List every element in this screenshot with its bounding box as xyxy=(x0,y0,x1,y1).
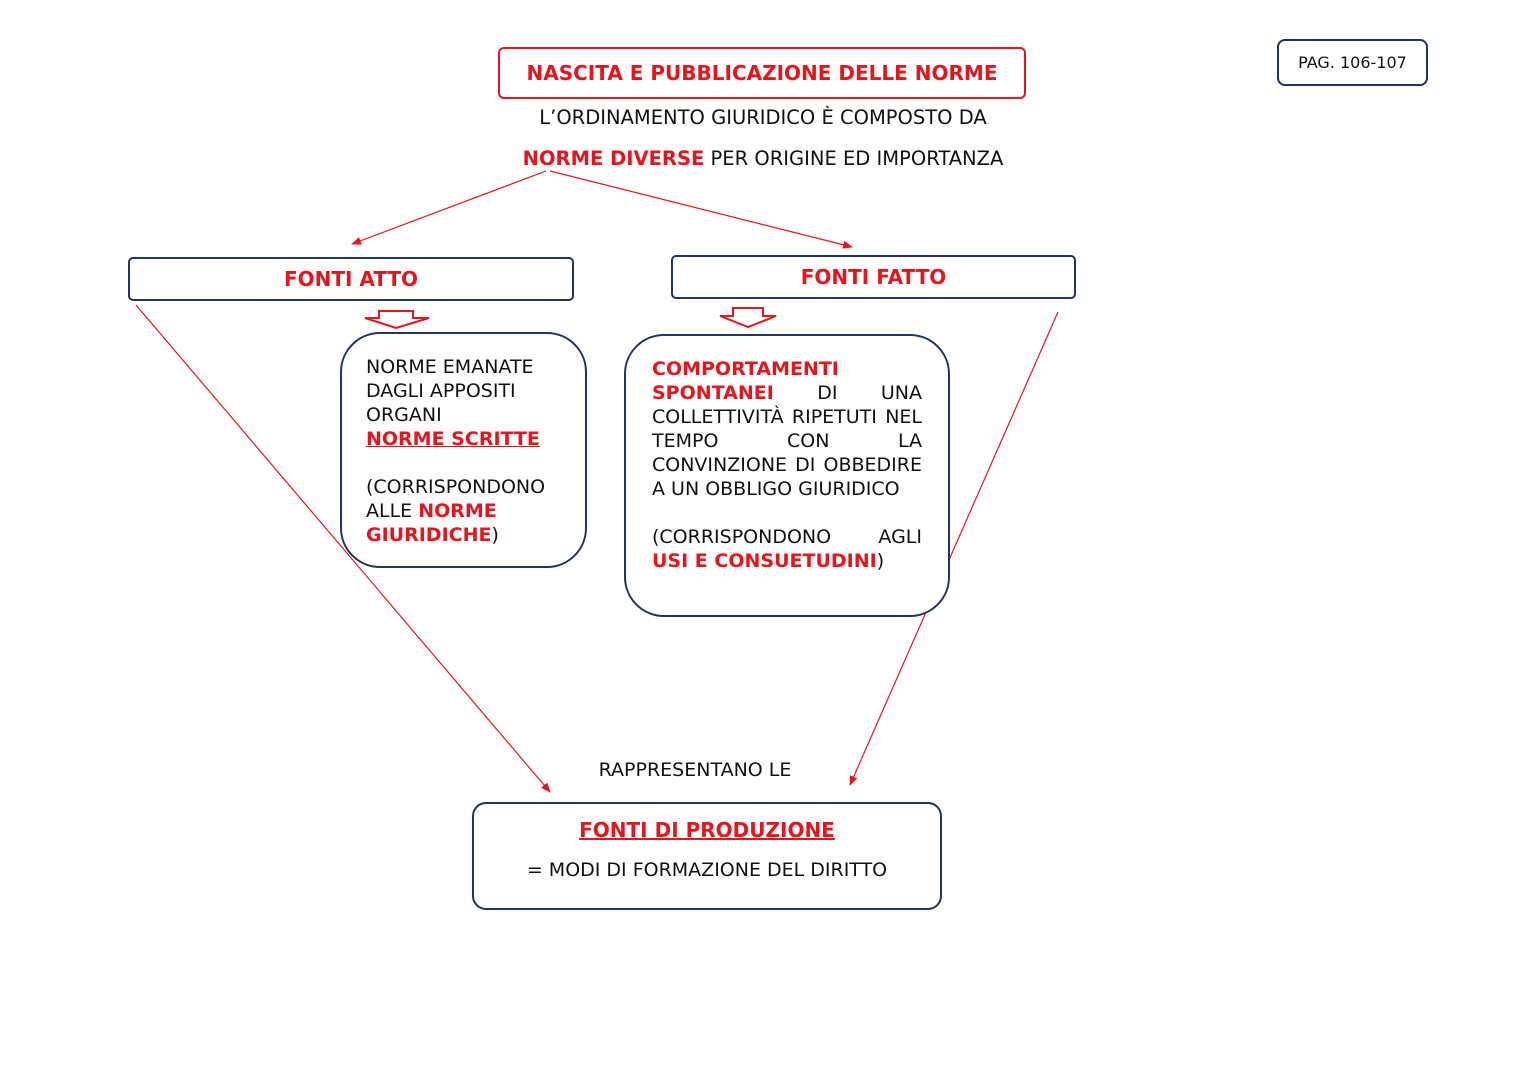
intro-line-1: L’ORDINAMENTO GIURIDICO È COMPOSTO DA xyxy=(539,106,987,129)
fonti-atto-desc: NORME EMANATE DAGLI APPOSITI ORGANI xyxy=(366,356,534,426)
connector-text: RAPPRESENTANO LE xyxy=(598,759,792,781)
fonti-fatto-desc: COMPORTAMENTI SPONTANEI DI UNA COLLETTIV… xyxy=(652,357,922,501)
arrow-to-fonti-atto xyxy=(351,170,547,245)
arrow-to-fonti-fatto xyxy=(549,170,853,249)
page-title: NASCITA E PUBBLICAZIONE DELLE NORME xyxy=(526,61,998,85)
page-ref: PAG. 106-107 xyxy=(1298,53,1407,72)
fonti-produzione-box: FONTI DI PRODUZIONE = MODI DI FORMAZIONE… xyxy=(472,802,942,910)
note-highlight: NORME GIURIDICHE xyxy=(366,500,497,546)
intro-rest: PER ORIGINE ED IMPORTANZA xyxy=(704,147,1004,170)
fonti-fatto-box: FONTI FATTO xyxy=(671,255,1076,299)
fonti-fatto-detail-box: COMPORTAMENTI SPONTANEI DI UNA COLLETTIV… xyxy=(624,334,950,617)
fonti-produzione-label: FONTI DI PRODUZIONE xyxy=(579,818,835,842)
intro-highlight: NORME DIVERSE xyxy=(522,147,705,170)
title-box: NASCITA E PUBBLICAZIONE DELLE NORME xyxy=(498,47,1026,99)
fonti-fatto-note: (CORRISPONDONO AGLI USI E CONSUETUDINI) xyxy=(652,525,922,573)
fonti-atto-detail-box: NORME EMANATE DAGLI APPOSITI ORGANI NORM… xyxy=(340,332,587,568)
note-close: ) xyxy=(876,550,885,572)
hollow-down-arrow-fatto xyxy=(719,307,777,329)
arrow-atto-to-produzione xyxy=(135,304,551,793)
note-text: (CORRISPONDONO ALLE xyxy=(366,476,546,522)
page-ref-box: PAG. 106-107 xyxy=(1277,39,1428,86)
fonti-atto-label: FONTI ATTO xyxy=(283,267,419,291)
note-close: ) xyxy=(491,524,499,546)
fonti-atto-box: FONTI ATTO xyxy=(128,257,574,301)
desc-text: DI UNA COLLETTIVITÀ RIPETUTI NEL TEMPO C… xyxy=(652,382,922,500)
hollow-down-arrow-atto xyxy=(364,310,430,330)
intro-line-2: NORME DIVERSE PER ORIGINE ED IMPORTANZA xyxy=(400,147,1126,171)
fonti-atto-note: (CORRISPONDONO ALLE NORME GIURIDICHE) xyxy=(366,475,575,547)
arrow-fatto-to-produzione xyxy=(849,311,1059,786)
note-text: (CORRISPONDONO AGLI xyxy=(652,526,922,548)
fonti-atto-highlight: NORME SCRITTE xyxy=(366,428,540,450)
fonti-fatto-highlight: COMPORTAMENTI SPONTANEI xyxy=(652,358,839,404)
fonti-produzione-definition: = MODI DI FORMAZIONE DEL DIRITTO xyxy=(526,859,888,881)
fonti-fatto-label: FONTI FATTO xyxy=(800,265,947,289)
note-highlight: USI E CONSUETUDINI xyxy=(652,550,877,572)
